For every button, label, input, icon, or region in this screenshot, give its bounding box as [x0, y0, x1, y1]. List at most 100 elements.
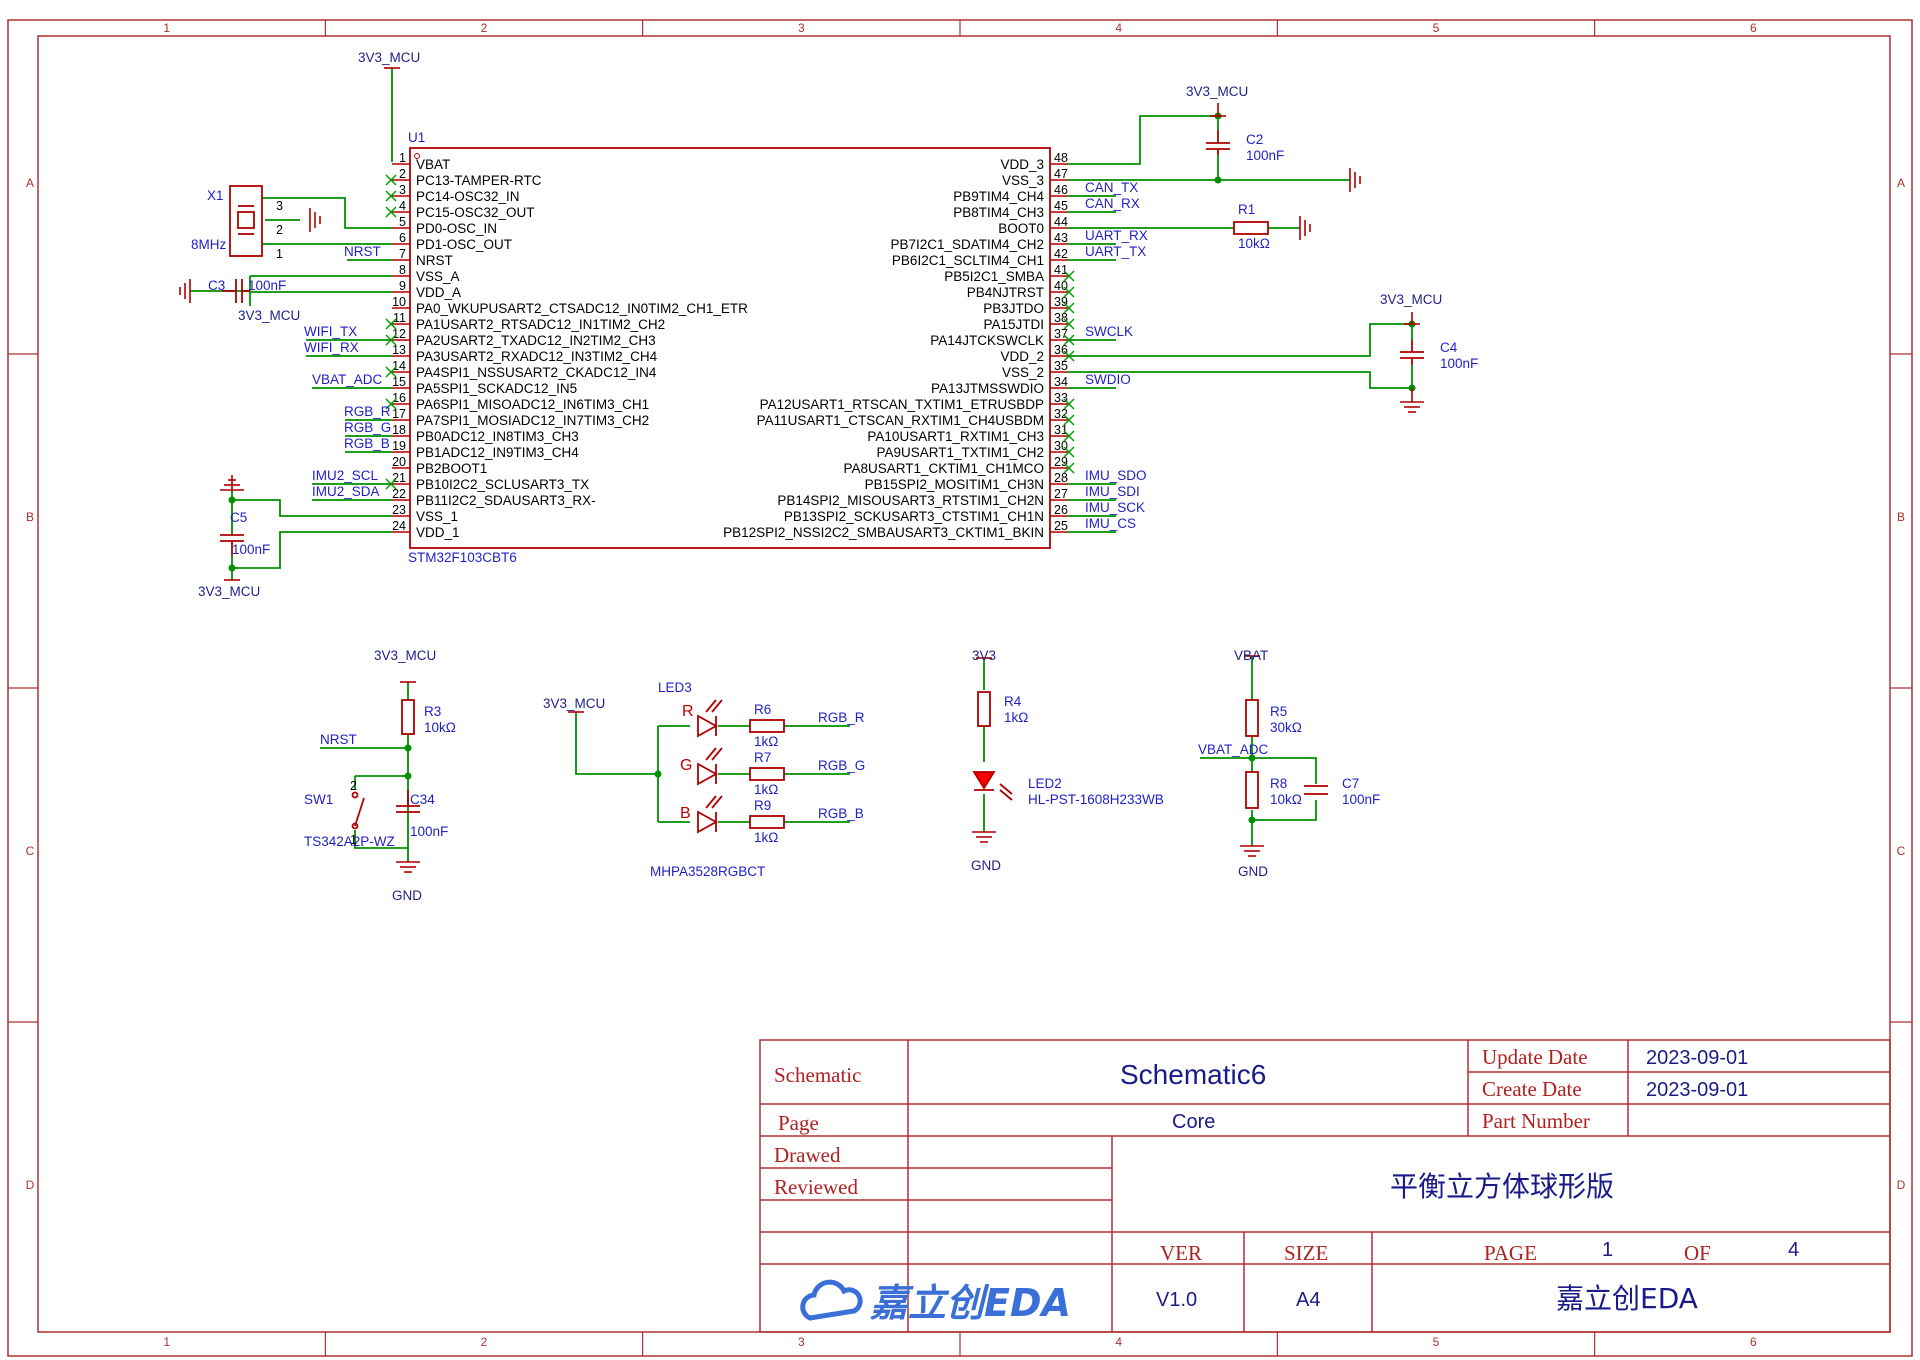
- resistor-r9[interactable]: [749, 815, 785, 829]
- resistor-r1[interactable]: [1233, 221, 1269, 235]
- pin-number-left: 10: [392, 295, 406, 309]
- pin-number-left: 13: [392, 343, 406, 357]
- capacitor-c2[interactable]: [1206, 130, 1230, 155]
- pin-number-left: 14: [392, 359, 406, 373]
- r9-ref: R9: [754, 798, 771, 813]
- tb-of-label: OF: [1684, 1241, 1711, 1265]
- r1-ref: R1: [1238, 202, 1255, 217]
- wires: [190, 68, 1413, 862]
- resistor-r5[interactable]: [1245, 699, 1259, 737]
- zone-col-top: 6: [1750, 21, 1757, 35]
- net-wifi-rx: WIFI_RX: [304, 340, 359, 355]
- tb-schematic-label: Schematic: [774, 1063, 861, 1087]
- c3-ref: C3: [208, 278, 225, 293]
- pin-name-right: VSS_2: [1002, 365, 1044, 380]
- pin-number-right: 42: [1054, 247, 1068, 261]
- crystal-x1[interactable]: [229, 185, 263, 257]
- pin-number-right: 45: [1054, 199, 1068, 213]
- led3-green[interactable]: [697, 747, 723, 786]
- pin-number-right: 47: [1054, 167, 1068, 181]
- pin-number-left: 5: [399, 215, 406, 229]
- switch-sw1[interactable]: [351, 791, 365, 830]
- zone-col-bottom: 4: [1115, 1335, 1122, 1349]
- pin-number-right: 37: [1054, 327, 1068, 341]
- pin-number-right: 30: [1054, 439, 1068, 453]
- pin-name-right: PA8USART1_CKTIM1_CH1MCO: [843, 461, 1044, 476]
- capacitor-c4[interactable]: [1400, 340, 1424, 365]
- pin-number-right: 29: [1054, 455, 1068, 469]
- pin-name-right: PB4NJTRST: [967, 285, 1044, 300]
- led2[interactable]: [972, 771, 1013, 801]
- zone-row-left: A: [26, 176, 34, 190]
- pin-number-left: 6: [399, 231, 406, 245]
- title-block: Schematic Schematic6 Update Date 2023-09…: [759, 1039, 1891, 1333]
- resistor-r7[interactable]: [749, 767, 785, 781]
- r5-ref: R5: [1270, 704, 1287, 719]
- net-imu-sdi: IMU_SDI: [1085, 484, 1140, 499]
- c34-ref: C34: [410, 792, 435, 807]
- no-connect-marker: [1063, 446, 1075, 458]
- capacitor-c7[interactable]: [1304, 785, 1328, 795]
- tb-pageno-label: PAGE: [1484, 1241, 1537, 1265]
- capacitor-c5[interactable]: [220, 534, 244, 555]
- pin-number-left: 18: [392, 423, 406, 437]
- no-connect-marker: [1063, 270, 1075, 282]
- capacitor-c34[interactable]: [396, 790, 420, 813]
- pin-number-left: 16: [392, 391, 406, 405]
- resistor-r8[interactable]: [1245, 771, 1259, 809]
- c7-value: 100nF: [1342, 792, 1380, 807]
- pin-number-left: 15: [392, 375, 406, 389]
- led3-value: MHPA3528RGBCT: [650, 864, 765, 879]
- pwr-3v3mcu-c5: 3V3_MCU: [198, 584, 260, 599]
- power-symbols: [179, 67, 1424, 873]
- pin-name-right: PB8TIM4_CH3: [953, 205, 1044, 220]
- zone-col-bottom: 1: [163, 1335, 170, 1349]
- x1-pin1: 1: [276, 247, 283, 261]
- r9-value: 1kΩ: [754, 830, 778, 845]
- led3-red[interactable]: [697, 699, 723, 738]
- pwr-3v3mcu-u1: 3V3_MCU: [358, 50, 420, 65]
- gnd-c4: [1400, 401, 1424, 413]
- logo-text: 嘉立创EDA: [870, 1281, 1071, 1325]
- tb-create-value: 2023-09-01: [1646, 1079, 1748, 1101]
- net-wifi-tx: WIFI_TX: [304, 324, 357, 339]
- pin-name-left: PC15-OSC32_OUT: [416, 205, 535, 220]
- r6-value: 1kΩ: [754, 734, 778, 749]
- cloud-icon: [800, 1279, 863, 1321]
- r5-value: 30kΩ: [1270, 720, 1302, 735]
- pwr-3v3mcu-c4: 3V3_MCU: [1380, 292, 1442, 307]
- mcu-part: STM32F103CBT6: [408, 550, 517, 565]
- pin-name-right: PA15JTDI: [983, 317, 1044, 332]
- pin-name-left: PA6SPI1_MISOADC12_IN6TIM3_CH1: [416, 397, 649, 412]
- logo: 嘉立创EDA: [800, 1279, 1071, 1325]
- pin-name-right: BOOT0: [998, 221, 1044, 236]
- pin-number-right: 38: [1054, 311, 1068, 325]
- net-nrst-u1: NRST: [344, 244, 381, 259]
- resistor-r3[interactable]: [401, 699, 415, 735]
- net-imu-sdo: IMU_SDO: [1085, 468, 1147, 483]
- resistor-r4[interactable]: [977, 691, 991, 727]
- gnd-u1-right: [1349, 168, 1361, 192]
- pin-number-left: 3: [399, 183, 406, 197]
- mcu-u1[interactable]: U1 STM32F103CBT6 VBAT1PC13-TAMPER-RTC2PC…: [385, 130, 1075, 565]
- no-connect-marker: [1063, 286, 1075, 298]
- pin-name-left: VDD_1: [416, 525, 460, 540]
- led3-blue[interactable]: [697, 795, 723, 834]
- pin-number-left: 17: [392, 407, 406, 421]
- pin-number-left: 9: [399, 279, 406, 293]
- r8-ref: R8: [1270, 776, 1287, 791]
- mcu-ref: U1: [408, 130, 425, 145]
- tb-project-title: 平衡立方体球形版: [1390, 1170, 1614, 1203]
- pin-name-left: PA5SPI1_SCKADC12_IN5: [416, 381, 577, 396]
- tb-page-total: 4: [1788, 1239, 1799, 1261]
- capacitor-c3[interactable]: [222, 279, 250, 303]
- resistor-r6[interactable]: [749, 719, 785, 733]
- pin-name-left: PB10I2C2_SCLUSART3_TX: [416, 477, 589, 492]
- no-connect-marker: [385, 366, 397, 378]
- mcu-body: [409, 147, 1051, 549]
- net-rgb-r-u1: RGB_R: [344, 404, 391, 419]
- sw1-pin2: 2: [350, 779, 357, 793]
- net-swdio: SWDIO: [1085, 372, 1131, 387]
- zone-row-right: D: [1897, 1178, 1906, 1192]
- pin-number-right: 39: [1054, 295, 1068, 309]
